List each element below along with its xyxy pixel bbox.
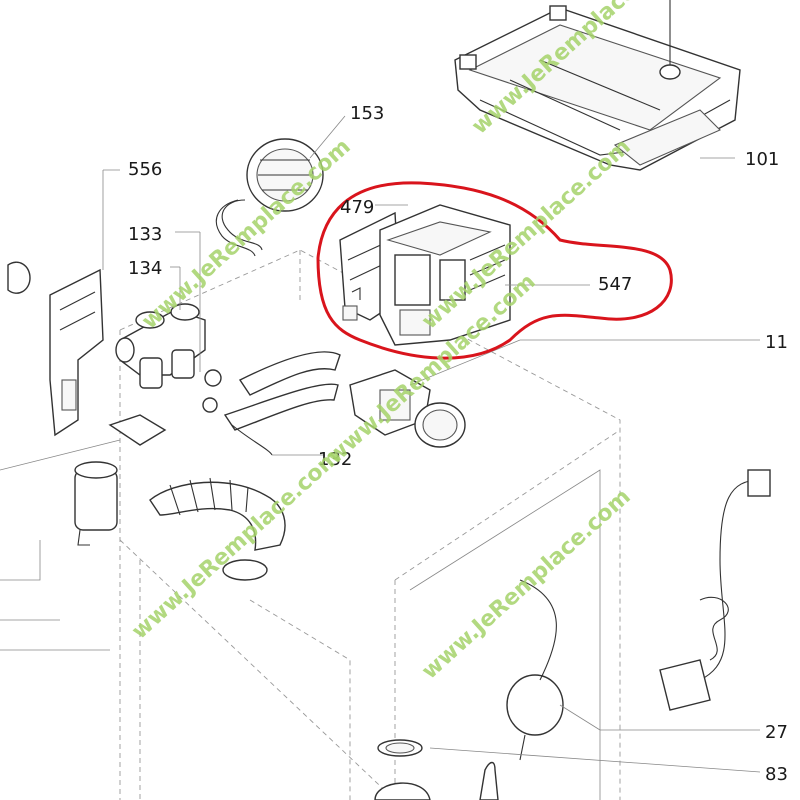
callout-153: 153 [350, 103, 384, 124]
suppressor-part [506, 579, 760, 761]
callout-133: 133 [128, 224, 162, 245]
power-cord-part [659, 469, 771, 711]
callout-27: 27 [765, 722, 788, 743]
callout-556: 556 [128, 159, 162, 180]
callout-134: 134 [128, 258, 162, 279]
detergent-drawer-part [454, 0, 741, 171]
callout-101: 101 [745, 149, 779, 170]
door-lock-part [379, 204, 590, 346]
callout-547: 547 [598, 274, 632, 295]
watermark-5: www.JeRemplace.com [417, 484, 635, 684]
inlet-valve-part [115, 231, 222, 413]
callout-479: 479 [340, 197, 374, 218]
leader-lines [309, 115, 735, 159]
callout-11: 11 [765, 332, 788, 353]
sump-hose-part [108, 414, 286, 581]
bracket-part [7, 169, 120, 437]
watermark-4: www.JeRemplace.com [127, 444, 345, 644]
pressure-switch-part [215, 138, 324, 257]
capacitor-part [74, 461, 118, 546]
callout-132: 132 [318, 449, 352, 470]
callout-83: 83 [765, 764, 788, 785]
hoses-part [223, 351, 341, 456]
pump-part [349, 339, 760, 448]
highlight-loop [316, 181, 673, 360]
clamp-part [374, 739, 761, 800]
